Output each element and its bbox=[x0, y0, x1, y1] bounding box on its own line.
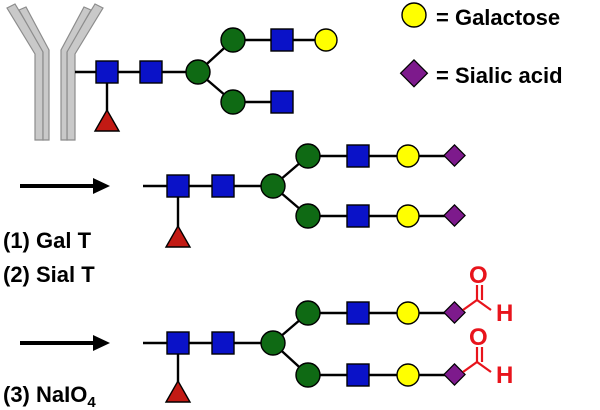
fucose-triangle-icon bbox=[164, 379, 192, 403]
oxidized-glycan bbox=[143, 300, 466, 403]
glcnac-square-icon bbox=[211, 331, 235, 355]
sialylated-glycan bbox=[143, 143, 466, 248]
native-glycan bbox=[75, 27, 338, 132]
galactose-circle-icon bbox=[396, 363, 420, 387]
glcnac-square-icon bbox=[211, 174, 235, 198]
glcnac-square-icon bbox=[166, 174, 190, 198]
antibody-icon bbox=[6, 3, 104, 141]
aldehyde-oxygen-label: O bbox=[469, 324, 488, 351]
glcnac-square-icon bbox=[95, 60, 119, 84]
galactose-circle-icon bbox=[396, 144, 420, 168]
glcnac-square-icon bbox=[270, 28, 294, 52]
step-2-label: (2) Sial T bbox=[3, 262, 95, 287]
mannose-circle-icon bbox=[295, 143, 321, 169]
galactose-circle-icon bbox=[314, 28, 338, 52]
aldehyde-hydrogen-label: H bbox=[496, 300, 513, 327]
mannose-circle-icon bbox=[185, 59, 211, 85]
glcnac-square-icon bbox=[139, 60, 163, 84]
sialic-acid-diamond-icon bbox=[443, 204, 466, 227]
mannose-circle-icon bbox=[295, 300, 321, 326]
galactose-circle-icon bbox=[396, 204, 420, 228]
mannose-circle-icon bbox=[220, 27, 246, 53]
step-3-label: (3) NaIO4 bbox=[3, 382, 96, 410]
aldehyde-hydrogen-label: H bbox=[496, 362, 513, 389]
mannose-circle-icon bbox=[260, 173, 286, 199]
galactose-circle-icon bbox=[396, 301, 420, 325]
sialic-acid-diamond-icon bbox=[443, 301, 466, 324]
mannose-circle-icon bbox=[295, 362, 321, 388]
sialic-acid-diamond-icon bbox=[443, 363, 466, 386]
legend: = Galactose = Sialic acid bbox=[399, 2, 563, 88]
aldehyde-group-top: O H bbox=[462, 262, 513, 327]
fucose-triangle-icon bbox=[93, 108, 121, 132]
aldehyde-group-bottom: O H bbox=[462, 324, 513, 389]
glcnac-square-icon bbox=[346, 144, 370, 168]
galactose-legend-icon bbox=[401, 2, 427, 28]
step-1-label: (1) Gal T bbox=[3, 228, 92, 253]
sialic-acid-legend-icon bbox=[399, 59, 429, 88]
step-3-subscript: 4 bbox=[87, 394, 96, 410]
glcnac-square-icon bbox=[346, 363, 370, 387]
fucose-triangle-icon bbox=[164, 224, 192, 248]
sialic-acid-diamond-icon bbox=[443, 144, 466, 167]
reaction-arrow-icon bbox=[20, 178, 110, 194]
glcnac-square-icon bbox=[166, 331, 190, 355]
glcnac-square-icon bbox=[346, 204, 370, 228]
mannose-circle-icon bbox=[295, 203, 321, 229]
glcnac-square-icon bbox=[346, 301, 370, 325]
aldehyde-oxygen-label: O bbox=[469, 262, 488, 289]
mannose-circle-icon bbox=[260, 330, 286, 356]
legend-galactose-label: = Galactose bbox=[436, 5, 560, 30]
legend-sialic-acid-label: = Sialic acid bbox=[436, 63, 563, 88]
mannose-circle-icon bbox=[220, 89, 246, 115]
glcnac-square-icon bbox=[270, 90, 294, 114]
reaction-arrow-icon bbox=[20, 335, 110, 351]
